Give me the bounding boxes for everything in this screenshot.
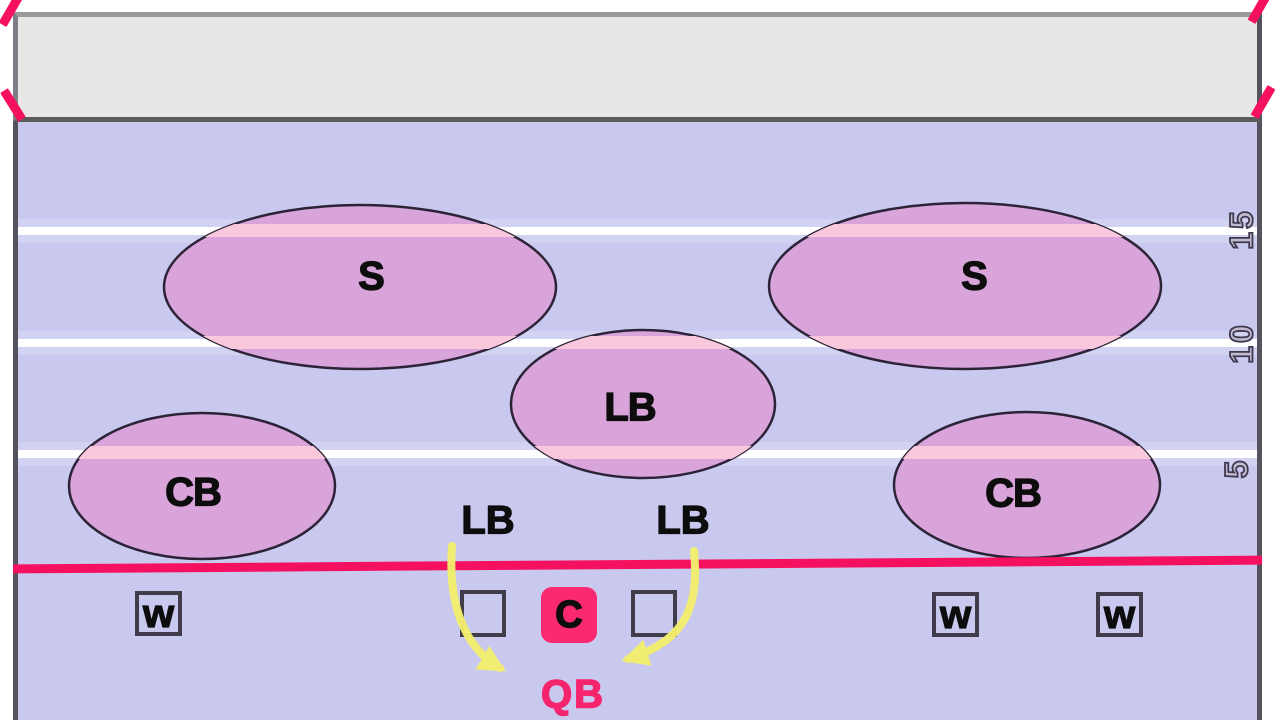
receiver-square-middle-right: w [932,592,979,637]
line-of-scrimmage [12,555,1263,574]
zone-label-safety-left: S [358,254,386,299]
pylon-mark-top-left-lower [0,88,26,122]
zone-ellipse-linebacker-middle [509,328,777,480]
blitz-arrow-left [447,542,506,672]
center-square: C [541,587,597,643]
pylon-mark-top-left-upper [0,0,24,27]
pylon-mark-top-right-lower [1250,85,1276,119]
blitz-linebacker-label-left: LB [461,498,516,543]
end-zone [13,12,1262,122]
zone-label-cornerback-left: CB [164,470,222,515]
pylon-mark-top-right-upper [1247,0,1273,24]
zone-ellipse-safety-left [162,203,558,371]
center-label: C [555,593,584,636]
receiver-square-left: w [135,591,182,636]
qb-label: QB [540,672,605,718]
zone-label-safety-right: S [961,254,989,299]
zone-label-cornerback-right: CB [984,471,1042,516]
blitz-linebacker-label-right: LB [656,498,711,543]
zone-ellipse-safety-right [767,201,1163,371]
zone-label-linebacker-middle: LB [604,385,658,430]
blitz-arrow-right [621,547,700,666]
receiver-square-far-right: w [1096,592,1143,637]
lineman-square-right [631,590,677,637]
yard-line-15 [18,227,1257,235]
